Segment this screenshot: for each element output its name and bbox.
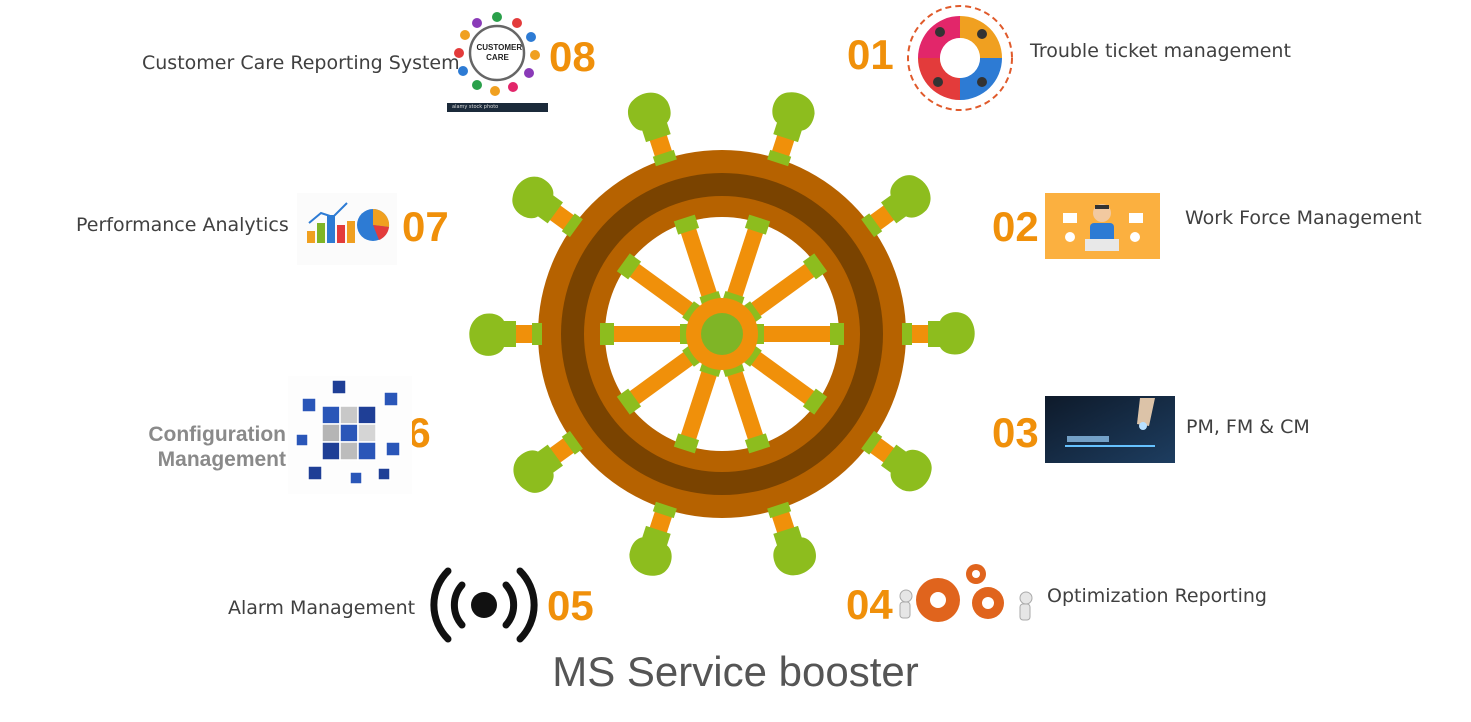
page-title: MS Service booster <box>552 648 919 695</box>
analytics-charts-icon <box>297 193 397 265</box>
item-number-04: 04 <box>846 581 893 628</box>
wheel-spoke <box>741 345 883 455</box>
customer-care-badge-text: CUSTOMER CARE <box>476 43 523 62</box>
broadcast-signal-icon <box>430 567 538 643</box>
item-label-01: Trouble ticket management <box>1030 40 1291 62</box>
people-pushing-gears-icon <box>899 564 1033 622</box>
handle-knob <box>513 444 563 493</box>
spoke-bar <box>752 326 842 342</box>
rim-tick <box>652 149 677 167</box>
customer-care-badge: CUSTOMER CARE <box>447 43 548 63</box>
item-number-05: 05 <box>547 582 594 629</box>
spoke-cap <box>744 214 771 235</box>
item-number-03: 03 <box>992 409 1039 456</box>
rim-tick <box>861 430 883 455</box>
performance-touch-icon <box>1045 396 1175 463</box>
wheel-spoke <box>723 149 792 308</box>
item-label-08: Customer Care Reporting System <box>142 52 460 74</box>
rim-tick <box>652 501 677 519</box>
item-number-02: 02 <box>992 203 1039 250</box>
handle-knob <box>881 444 932 492</box>
handle-knob <box>881 175 931 224</box>
wheel-spoke <box>741 213 883 323</box>
spoke-cap <box>802 253 828 280</box>
item-number-07: 07 <box>402 203 449 250</box>
item-label-02: Work Force Management <box>1185 207 1422 229</box>
wheel-hub-center <box>701 313 743 355</box>
rim-tick <box>532 323 542 345</box>
multitasking-person-icon <box>1045 193 1160 259</box>
wheel-spoke <box>652 149 721 308</box>
wheel-spoke <box>652 360 721 519</box>
spoke-cap <box>600 323 614 345</box>
spoke-cap <box>802 388 828 415</box>
rim-tick <box>861 213 883 238</box>
wheel-spoke <box>561 213 703 323</box>
rim-tick <box>767 149 792 167</box>
spoke-bar <box>620 345 703 412</box>
spoke-cap <box>744 433 771 454</box>
handle-knob <box>772 92 815 143</box>
spoke-cap <box>616 253 642 280</box>
item-number-08: 08 <box>549 33 596 80</box>
item-label-05: Alarm Management <box>228 597 416 619</box>
spoke-bar <box>723 217 767 308</box>
spoke-bar <box>741 256 824 323</box>
spoke-cap <box>616 388 642 415</box>
customer-care-circle-icon <box>447 3 548 112</box>
item-label-04: Optimization Reporting <box>1047 585 1267 607</box>
wheel-spoke <box>752 323 912 345</box>
spoke-bar <box>620 256 703 323</box>
spoke-cap <box>673 214 700 235</box>
spoke-cap <box>673 433 700 454</box>
handle-knob <box>629 525 672 576</box>
item-label-03: PM, FM & CM <box>1186 416 1310 438</box>
spoke-bar <box>677 360 721 451</box>
item-label-06: Configuration Management <box>148 423 286 472</box>
rim-tick <box>561 430 583 455</box>
spoke-cap <box>830 323 844 345</box>
stock-watermark: alamy stock photo <box>452 104 499 110</box>
rim-tick <box>561 213 583 238</box>
spoke-bar <box>723 360 767 451</box>
spoke-bar <box>741 345 824 412</box>
handle-knob <box>469 313 516 356</box>
handle-knob <box>512 176 563 224</box>
handle-knob <box>928 312 975 355</box>
rim-tick <box>767 501 792 519</box>
wheel-spoke <box>723 360 792 519</box>
item-label-07: Performance Analytics <box>76 214 289 236</box>
wheel-spoke <box>561 345 703 455</box>
wheel-spoke <box>532 323 692 345</box>
handle-knob <box>628 92 671 143</box>
cube-cluster-icon <box>288 376 412 494</box>
puzzle-gear-icon <box>907 5 1013 111</box>
spoke-bar <box>602 326 692 342</box>
item-number-01: 01 <box>847 31 894 78</box>
handle-knob <box>773 525 816 576</box>
spoke-bar <box>677 217 721 308</box>
rim-tick <box>902 323 912 345</box>
